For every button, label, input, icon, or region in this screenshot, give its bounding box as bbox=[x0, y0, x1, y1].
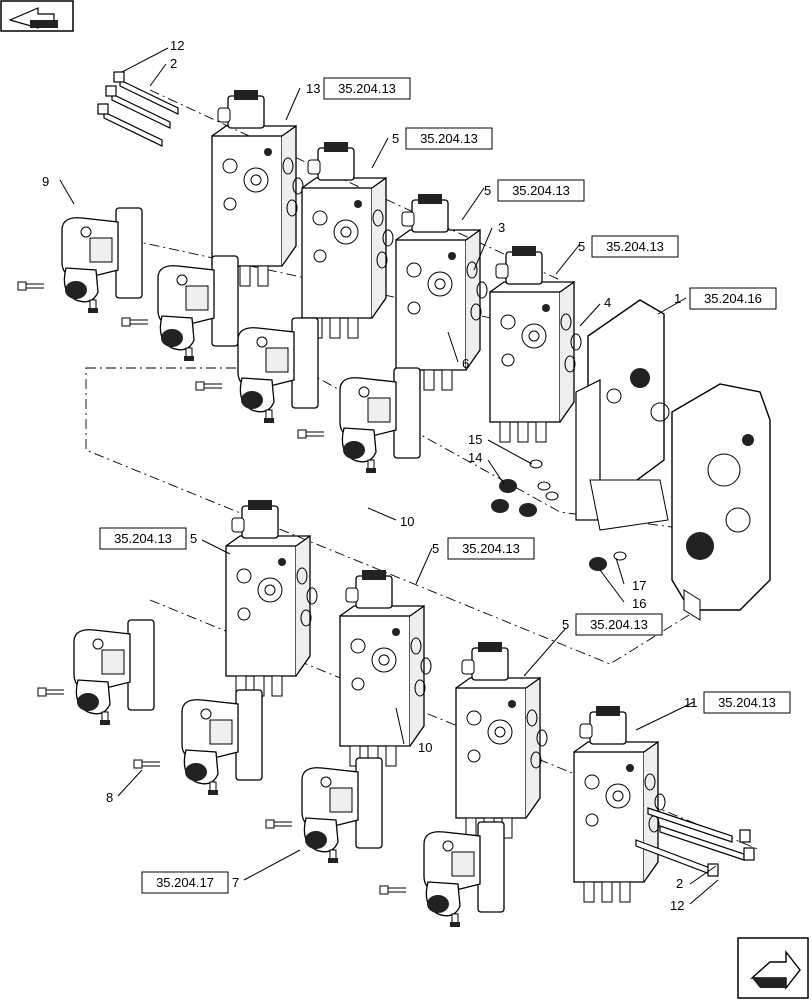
actuator-9 bbox=[61, 207, 143, 314]
actuator-lower-4 bbox=[423, 821, 505, 928]
actuator-upper-3 bbox=[237, 317, 319, 424]
o-ring-15 bbox=[529, 459, 627, 561]
ref-box-5d[interactable]: 35.204.13 bbox=[99, 527, 187, 550]
callout-5b: 5 bbox=[484, 183, 491, 198]
actuator-7 bbox=[301, 757, 383, 864]
callout-10-bottom: 10 bbox=[418, 740, 432, 755]
actuator-lower-1 bbox=[73, 619, 155, 726]
callout-5d: 5 bbox=[190, 531, 197, 546]
callout-5e: 5 bbox=[432, 541, 439, 556]
valve-section-5a bbox=[301, 141, 394, 339]
inlet-cover-1 bbox=[575, 299, 670, 531]
svg-text:35.204.13: 35.204.13 bbox=[420, 131, 478, 146]
callout-2-bottom: 2 bbox=[676, 876, 683, 891]
callout-4: 4 bbox=[604, 295, 611, 310]
callout-3: 3 bbox=[498, 220, 505, 235]
callout-5f: 5 bbox=[562, 617, 569, 632]
arrow-back-icon[interactable] bbox=[0, 0, 74, 32]
svg-text:35.204.13: 35.204.13 bbox=[718, 695, 776, 710]
callout-14: 14 bbox=[468, 450, 482, 465]
ref-box-11[interactable]: 35.204.13 bbox=[703, 691, 791, 714]
ref-box-5f[interactable]: 35.204.13 bbox=[575, 613, 663, 636]
callout-1: 1 bbox=[674, 291, 681, 306]
svg-text:35.204.13: 35.204.13 bbox=[512, 183, 570, 198]
leader-lines bbox=[59, 47, 719, 905]
valve-section-5b bbox=[395, 193, 488, 391]
svg-text:35.204.13: 35.204.13 bbox=[114, 531, 172, 546]
valve-section-11 bbox=[573, 705, 666, 903]
ref-box-5c[interactable]: 35.204.13 bbox=[591, 235, 679, 258]
callout-8: 8 bbox=[106, 790, 113, 805]
callout-11: 11 bbox=[684, 695, 698, 710]
callout-9: 9 bbox=[42, 174, 49, 189]
svg-text:35.204.13: 35.204.13 bbox=[462, 541, 520, 556]
svg-text:35.204.16: 35.204.16 bbox=[704, 291, 762, 306]
svg-text:35.204.13: 35.204.13 bbox=[606, 239, 664, 254]
svg-text:35.204.13: 35.204.13 bbox=[590, 617, 648, 632]
callout-2-top: 2 bbox=[170, 56, 177, 71]
callout-10-top: 10 bbox=[400, 514, 414, 529]
ref-box-5e[interactable]: 35.204.13 bbox=[447, 537, 535, 560]
actuator-8 bbox=[181, 689, 263, 796]
callout-6: 6 bbox=[462, 356, 469, 371]
callout-12-top: 12 bbox=[170, 38, 184, 53]
ref-box-13[interactable]: 35.204.13 bbox=[323, 77, 411, 100]
ref-box-5b[interactable]: 35.204.13 bbox=[497, 179, 585, 202]
valve-section-5f bbox=[455, 641, 548, 839]
arrow-next-icon[interactable] bbox=[737, 937, 809, 999]
svg-text:35.204.13: 35.204.13 bbox=[338, 81, 396, 96]
callout-7: 7 bbox=[232, 875, 239, 890]
callout-15: 15 bbox=[468, 432, 482, 447]
ref-box-7[interactable]: 35.204.17 bbox=[141, 871, 229, 894]
callout-5c: 5 bbox=[578, 239, 585, 254]
actuator-upper-4 bbox=[339, 367, 421, 474]
ref-box-5a[interactable]: 35.204.13 bbox=[405, 127, 493, 150]
valve-section-5d bbox=[225, 499, 318, 697]
end-cover bbox=[671, 383, 771, 621]
valve-section-5c bbox=[489, 245, 582, 443]
actuator-upper-2 bbox=[157, 255, 239, 362]
callout-16: 16 bbox=[632, 596, 646, 611]
callout-17: 17 bbox=[632, 578, 646, 593]
svg-text:35.204.17: 35.204.17 bbox=[156, 875, 214, 890]
callout-12-bottom: 12 bbox=[670, 898, 684, 913]
ref-box-1[interactable]: 35.204.16 bbox=[689, 287, 777, 310]
tie-rod-2 bbox=[97, 71, 755, 877]
valve-section-5e bbox=[339, 569, 432, 767]
callout-5a: 5 bbox=[392, 131, 399, 146]
callout-13: 13 bbox=[306, 81, 320, 96]
